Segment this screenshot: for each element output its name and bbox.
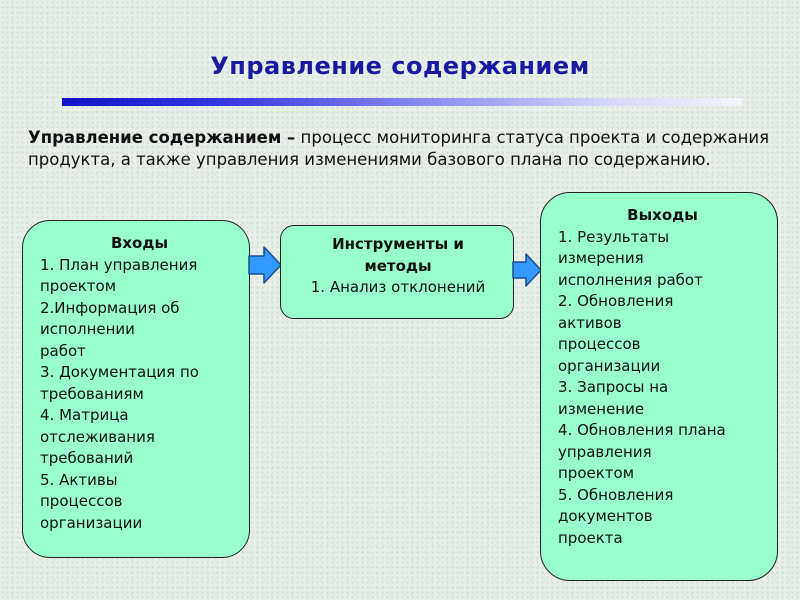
inputs-list: 1. План управления проектом 2.Информация… (40, 255, 239, 535)
tools-heading: Инструменты и методы (332, 235, 464, 275)
inputs-item: 4. Матрица отслеживания требований (40, 406, 155, 467)
outputs-item: 3. Запросы на изменение (558, 378, 669, 418)
outputs-box: Выходы 1. Результаты измерения исполнени… (540, 192, 778, 581)
inputs-item: 2.Информация об исполнении работ (40, 298, 180, 360)
tools-item: 1. Анализ отклонений (310, 278, 486, 296)
inputs-box: Входы 1. План управления проектом 2.Инфо… (22, 220, 250, 558)
tools-box: Инструменты и методы 1. Анализ отклонени… (280, 225, 514, 319)
intro-paragraph: Управление содержанием – процесс монитор… (28, 127, 778, 171)
inputs-item: 3. Документация по требованиям (40, 363, 199, 403)
tools-list: 1. Анализ отклонений (291, 277, 505, 299)
outputs-item: 4. Обновления плана управления проектом (558, 421, 726, 482)
title-underline (62, 98, 742, 106)
slide-title: Управление содержанием (210, 52, 590, 80)
outputs-list: 1. Результаты измерения исполнения работ… (558, 227, 767, 550)
outputs-item: 1. Результаты измерения исполнения работ (558, 227, 703, 289)
inputs-item: 5. Активы процессов организации (40, 470, 143, 532)
intro-term: Управление содержанием – (28, 128, 296, 147)
intro-definition: процесс мониторинга статуса проекта и со… (28, 128, 770, 169)
outputs-heading: Выходы (627, 206, 698, 224)
inputs-heading: Входы (110, 234, 169, 252)
inputs-item: 1. План управления проектом (40, 255, 198, 296)
arrow-right-icon (512, 253, 542, 287)
outputs-item: 5. Обновления документов проекта (558, 485, 674, 547)
arrow-right-icon (248, 246, 282, 284)
outputs-item: 2. Обновления активов процессов организа… (558, 292, 674, 375)
